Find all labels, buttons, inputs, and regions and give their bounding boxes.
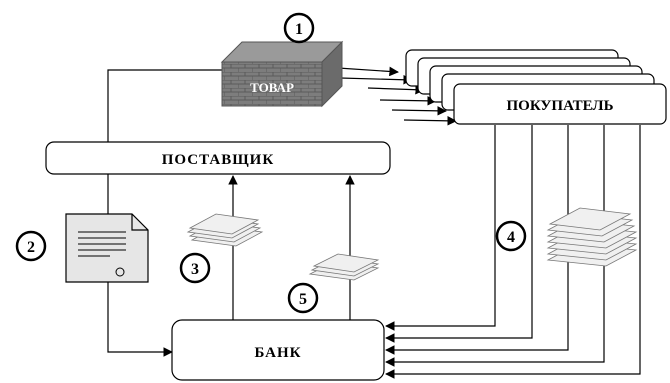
goods-to-buyer-arrow-1 [337, 66, 399, 77]
supplier-label: ПОСТАВЩИК [162, 152, 274, 168]
svg-text:1: 1 [295, 21, 303, 38]
marker-3: 3 [179, 252, 211, 284]
buyer-payment-arrow-1 [385, 125, 496, 331]
money-stack-3 [186, 213, 264, 247]
marker-4: 4 [495, 220, 527, 252]
marker-5: 5 [287, 282, 319, 314]
goods-crate: ТОВАР [220, 40, 344, 108]
goods-label: ТОВАР [250, 80, 294, 95]
document-icon [65, 213, 149, 283]
buyer-label: ПОКУПАТЕЛЬ [506, 98, 613, 114]
goods-to-supplier-line [107, 69, 222, 142]
marker-1: 1 [283, 12, 315, 44]
svg-text:4: 4 [507, 229, 515, 246]
goods-to-buyer-arrow-2 [339, 74, 413, 85]
buyer-payment-arrow-3 [385, 125, 569, 355]
connectors [107, 66, 641, 379]
goods-to-buyer-arrow-4 [379, 96, 437, 106]
svg-text:2: 2 [27, 239, 35, 256]
bank-label: БАНК [254, 345, 301, 361]
goods-to-buyer-arrow-3 [367, 84, 425, 95]
svg-text:5: 5 [299, 291, 307, 308]
bank-box [171, 319, 385, 381]
buyer-payment-arrow-5 [385, 125, 641, 379]
buyer-stack [405, 49, 667, 125]
money-stack-4 [546, 207, 638, 267]
money-stack-5 [308, 253, 380, 281]
goods-to-buyer-arrow-6 [403, 116, 457, 126]
buyer-payment-arrow-4 [385, 125, 605, 367]
supplier-box [45, 141, 391, 175]
buyer-payment-arrow-2 [385, 125, 533, 343]
svg-text:3: 3 [191, 261, 199, 278]
goods-to-buyer-arrow-5 [391, 106, 447, 116]
document-to-bank-arrow [107, 282, 173, 357]
marker-2: 2 [15, 230, 47, 262]
buyer-box [453, 83, 667, 125]
